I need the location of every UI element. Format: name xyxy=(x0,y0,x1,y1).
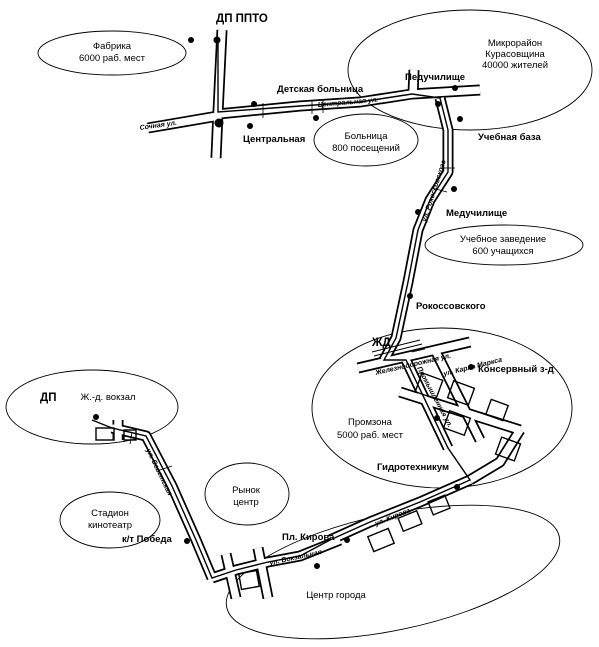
stop-gidrotekhnikum-dot xyxy=(454,484,460,490)
zone-school-line2: 600 учащихся xyxy=(472,246,533,257)
zone-stadium: Стадион кинотеатр xyxy=(59,491,161,549)
zone-hospital: Больница 800 посещений xyxy=(313,113,419,167)
stop-centralnaya-dot xyxy=(247,123,253,129)
zone-hospital-line1: Больница xyxy=(344,131,388,142)
stop-rokossovskogo-dot xyxy=(407,293,413,299)
stop-rokossovskogo-label: Рокоссовского xyxy=(416,301,486,312)
terminal-dp-label: ДП xyxy=(40,392,56,404)
stop-center-dot xyxy=(314,563,320,569)
stop-station-dot xyxy=(93,414,99,420)
stop-konservny-label: Консервный з-д xyxy=(478,364,554,375)
stop-peduchilische-dot xyxy=(452,85,458,91)
stops xyxy=(93,36,474,569)
stop-zhd-label: ЖД xyxy=(371,337,391,349)
stop-meduchilische-dot xyxy=(415,209,421,215)
stop-detskaya-label: Детская больница xyxy=(277,84,364,95)
stop-uchebnaya-label: Учебная база xyxy=(478,132,542,143)
zone-railway-station-line1: Ж.-д. вокзал xyxy=(80,392,135,403)
zone-stadium-line1: Стадион xyxy=(91,508,129,519)
stop-konservny-dot xyxy=(468,364,474,370)
terminal-ppto-label: ДП ППТО xyxy=(216,13,268,25)
zone-stadium-line2: кинотеатр xyxy=(88,520,132,531)
stop-uchebnaya-dot xyxy=(457,116,463,122)
stop-industrial-dot xyxy=(434,415,440,421)
zone-market-line2: центр xyxy=(233,497,259,508)
stop-gidrotekhnikum-label: Гидротехникум xyxy=(377,462,449,473)
stop-hospital-dot xyxy=(313,115,319,121)
stop-pedu-2-dot xyxy=(435,101,441,107)
stop-med-1-dot xyxy=(451,186,457,192)
stop-pobeda-dot xyxy=(184,538,190,544)
zone-factory-line2: 6000 раб. мест xyxy=(79,53,146,64)
zone-railway-station: Ж.-д. вокзал xyxy=(5,369,179,445)
zone-school-line1: Учебное заведение xyxy=(460,234,546,245)
stop-centralnaya-label: Центральная xyxy=(243,134,305,145)
zone-industrial-line1: Промзона xyxy=(348,417,393,428)
stop-pl-kirova-label: Пл. Кирова xyxy=(282,532,335,543)
zone-school: Учебное заведение 600 учащихся xyxy=(424,224,584,266)
stop-extra-dot xyxy=(188,37,194,43)
zone-factory: Фабрика 6000 раб. мест xyxy=(37,30,187,76)
zone-microdistrict-line1: Микрорайон xyxy=(488,38,542,49)
zone-microdistrict-line3: 40000 жителей xyxy=(482,60,548,71)
stop-detskaya-dot xyxy=(251,101,257,107)
zone-microdistrict: Микрорайон Курасовщина 40000 жителей xyxy=(347,9,593,131)
city-blocks xyxy=(95,371,522,591)
zone-microdistrict-line2: Курасовщина xyxy=(485,49,545,60)
stop-central-junction-dot xyxy=(214,118,224,128)
stop-pl-kirova-dot xyxy=(344,537,350,543)
zone-factory-line1: Фабрика xyxy=(93,41,132,52)
zone-market-line1: Рынок xyxy=(232,485,261,496)
zone-industrial-line2: 5000 раб. мест xyxy=(337,430,404,441)
stop-kt-pobeda-label: к/т Победа xyxy=(122,534,172,545)
zone-city-center-line1: Центр города xyxy=(306,590,366,601)
stop-meduchilische-label: Медучилище xyxy=(446,208,507,219)
stop-peduchilische-label: Педучилище xyxy=(405,72,465,83)
zone-hospital-line2: 800 посещений xyxy=(332,143,400,154)
zone-market: Рынок центр xyxy=(204,462,290,526)
stop-ppto-dot xyxy=(213,36,221,44)
